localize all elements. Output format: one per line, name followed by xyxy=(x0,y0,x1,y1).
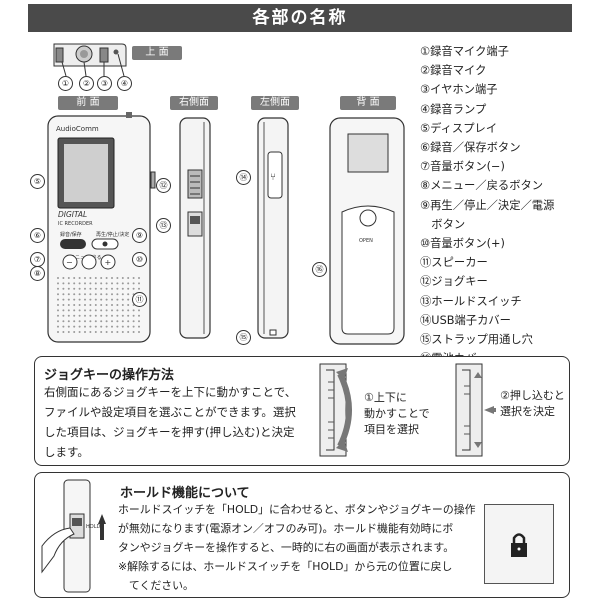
jog-line: ファイルや設定項目を選ぶことができます。選択 xyxy=(44,405,296,419)
subtitle-label: IC RECORDER xyxy=(58,221,93,227)
strap-hole xyxy=(269,329,277,336)
parts-list-item: ⑤ディスプレイ xyxy=(420,121,498,135)
rec-label: 録音/保存 xyxy=(60,231,82,238)
battery-cover[interactable] xyxy=(341,205,395,335)
parts-list-item: ⑧メニュー／戻るボタン xyxy=(420,179,544,193)
usb-icon: ⑂ xyxy=(270,172,276,183)
callout-13: ⑬ xyxy=(156,218,171,233)
parts-list-item: ③イヤホン端子 xyxy=(420,83,498,97)
hold-line: てください。 xyxy=(118,579,194,592)
svg-text:−: − xyxy=(66,258,73,267)
jog-caption-1-line: ①上下に xyxy=(364,391,407,404)
vol-down-button[interactable] xyxy=(62,254,78,270)
callout-14: ⑭ xyxy=(236,170,251,185)
lock-icon xyxy=(511,533,527,557)
back-view: OPEN xyxy=(318,112,418,352)
parts-list-item: ⑫ジョグキー xyxy=(420,275,488,289)
parts-list-item: ⑩音量ボタン(+) xyxy=(420,237,505,251)
parts-list-item: ②録音マイク xyxy=(420,64,487,78)
brand-logo: AudioComm xyxy=(56,125,99,133)
parts-list-item: ⑭USB端子カバー xyxy=(420,313,511,327)
label-back-view: 背 面 xyxy=(340,96,396,110)
jog-caption-1-line: 項目を選択 xyxy=(364,423,419,436)
jog-key[interactable] xyxy=(187,169,203,199)
label-right-view: 右側面 xyxy=(170,96,218,110)
label-left-view: 左側面 xyxy=(251,96,299,110)
hold-section xyxy=(34,472,570,598)
right-side-drawing xyxy=(179,117,211,339)
callout-11: ⑪ xyxy=(132,292,147,307)
hold-word: HOLD xyxy=(86,524,100,530)
hold-line: が無効になります(電源オン／オフのみ可)。ホールド機能有効時にボ xyxy=(118,522,454,535)
top-view-drawing xyxy=(53,43,127,77)
callout-15: ⑮ xyxy=(236,330,251,345)
jog-key-title: ジョグキーの操作方法 xyxy=(44,368,175,383)
svg-text:+: + xyxy=(105,258,112,267)
callout-10: ⑩ xyxy=(132,252,147,267)
callout-9: ⑨ xyxy=(132,228,147,243)
parts-list-item: ⑪スピーカー xyxy=(420,256,488,270)
jog-diagram-1 xyxy=(318,362,362,458)
callout-4: ④ xyxy=(117,76,132,91)
jog-caption-2-line: 選択を決定 xyxy=(500,405,555,418)
hold-line: ホールドスイッチを「HOLD」に合わせると、ボタンやジョグキーの操作 xyxy=(118,503,476,516)
parts-list-item: ⑮ストラップ用通し穴 xyxy=(420,333,533,347)
hold-line: ※解除するには、ホールドスイッチを「HOLD」から元の位置に戻し xyxy=(118,560,453,573)
jog-diagram-1-drawing xyxy=(319,363,352,457)
rec-button[interactable] xyxy=(60,239,86,249)
jog-line: 右側面にあるジョグキーを上下に動かすことで、 xyxy=(44,385,297,399)
parts-list-item: ボタン xyxy=(420,217,466,231)
jog-line: した項目は、ジョグキーを押す(押し込む)と決定 xyxy=(44,425,295,439)
parts-list-item: ⑬ホールドスイッチ xyxy=(420,294,522,308)
jog-caption-1: ①上下に 動かすことで 項目を選択 xyxy=(364,390,430,438)
parts-list-item: ⑥録音／保存ボタン xyxy=(420,141,521,155)
hold-line: タンやジョグキーを操作すると、一時的に右の画面が表示されます。 xyxy=(118,541,455,554)
callout-6: ⑥ xyxy=(30,228,45,243)
callout-16: ⑯ xyxy=(312,262,327,277)
open-label: OPEN xyxy=(359,238,373,244)
jog-diagram-2-drawing xyxy=(455,363,496,457)
digital-label: DIGITAL xyxy=(58,210,87,219)
front-view: AudioComm DIGITAL IC RECORDER 録音/保存 再生/停… xyxy=(34,112,164,347)
jog-caption-2-line: ②押し込むと xyxy=(500,389,565,402)
usb-cover[interactable] xyxy=(267,151,283,199)
hold-description: ホールドスイッチを「HOLD」に合わせると、ボタンやジョグキーの操作 が無効にな… xyxy=(118,500,482,595)
hold-diagram: HOLD xyxy=(40,476,110,594)
hold-title: ホールド機能について xyxy=(120,486,250,501)
play-label: 再生/停止/決定 xyxy=(96,231,129,238)
page-title: 各部の名称 xyxy=(28,4,572,32)
jog-caption-1-line: 動かすことで xyxy=(364,407,430,420)
callout-12: ⑫ xyxy=(156,178,171,193)
left-side-view: ⑂ xyxy=(232,112,312,347)
callout-3: ③ xyxy=(97,76,112,91)
parts-list-item: ①録音マイク端子 xyxy=(420,45,509,58)
back-view-drawing: OPEN xyxy=(329,117,405,345)
hold-screen xyxy=(484,504,554,584)
jog-line: します。 xyxy=(44,445,89,459)
parts-list-item: ④録音ランプ xyxy=(420,102,487,116)
jog-key-description: 右側面にあるジョグキーを上下に動かすことで、 ファイルや設定項目を選ぶことができ… xyxy=(44,382,324,462)
left-side-drawing: ⑂ xyxy=(257,117,289,339)
callout-8: ⑧ xyxy=(30,266,45,281)
right-side-view xyxy=(152,112,232,347)
menu-button[interactable] xyxy=(81,254,97,270)
top-view xyxy=(40,38,140,93)
parts-list-item: ⑦音量ボタン(−) xyxy=(420,160,505,174)
parts-list: ①録音マイク端子 ②録音マイク ③イヤホン端子 ④録音ランプ ⑤ディスプレイ ⑥… xyxy=(420,42,596,368)
callout-5: ⑤ xyxy=(30,174,45,189)
jog-caption-2: ②押し込むと 選択を決定 xyxy=(500,388,565,420)
jog-diagram-2 xyxy=(454,362,498,458)
callout-1: ① xyxy=(58,76,73,91)
parts-list-item: ⑨再生／停止／決定／電源 xyxy=(420,198,555,212)
label-top-view: 上 面 xyxy=(132,46,182,60)
vol-up-button[interactable] xyxy=(100,254,116,270)
front-view-drawing: AudioComm DIGITAL IC RECORDER 録音/保存 再生/停… xyxy=(47,112,156,343)
hold-diagram-drawing: HOLD xyxy=(41,479,106,593)
callout-7: ⑦ xyxy=(30,252,45,267)
callout-2: ② xyxy=(79,76,94,91)
label-front-view: 前 面 xyxy=(58,96,118,110)
